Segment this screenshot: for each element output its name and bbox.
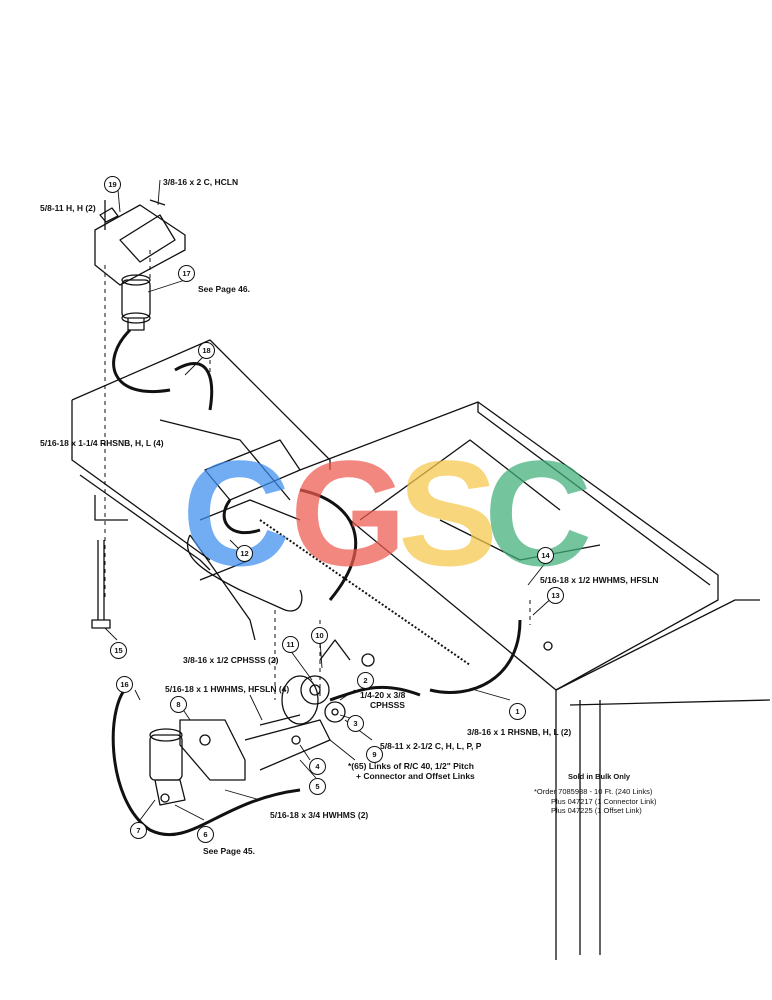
cables xyxy=(111,328,522,837)
label-see-page-46: See Page 46. xyxy=(198,284,250,294)
item-bubble-12: 12 xyxy=(236,545,253,562)
label-chain-links: *(65) Links of R/C 40, 1/2" Pitch xyxy=(348,761,474,771)
note-order-line-2: Plus 047217 (1 Connector Link) xyxy=(551,797,657,806)
item-bubble-11: 11 xyxy=(282,636,299,653)
label-quarter-20: 1/4-20 x 3/8 xyxy=(360,690,406,700)
item-bubble-13: 13 xyxy=(547,587,564,604)
item-bubble-10: 10 xyxy=(311,627,328,644)
label-hex-nut: 5/8-11 H, H (2) xyxy=(40,203,96,213)
note-order-line-1: *Order 7085988 - 10 Ft. (240 Links) xyxy=(534,787,653,796)
label-see-page-45: See Page 45. xyxy=(203,846,255,856)
rod xyxy=(91,540,111,629)
watermark-letter-s: S xyxy=(398,429,499,597)
label-capscrew-58-11: 5/8-11 x 2-1/2 C, H, L, P, P xyxy=(380,741,482,751)
motor-lower xyxy=(149,728,186,806)
item-bubble-14: 14 xyxy=(537,547,554,564)
item-bubble-1: 1 xyxy=(509,703,526,720)
watermark-letter-g: G xyxy=(290,429,407,597)
item-bubble-4: 4 xyxy=(309,758,326,775)
watermark-letter-c1: C xyxy=(182,429,291,597)
label-hwhms-hfsln-4: 5/16-18 x 1 HWHMS, HFSLN (4) xyxy=(165,684,290,694)
item-bubble-9: 9 xyxy=(366,746,383,763)
item-bubble-19: 19 xyxy=(104,176,121,193)
label-hwhms-hfsln: 5/16-18 x 1/2 HWHMS, HFSLN xyxy=(540,575,659,585)
lower-bracket xyxy=(179,714,331,781)
note-sold-in-bulk: Sold in Bulk Only xyxy=(568,772,631,781)
sprocket-assembly xyxy=(281,639,375,725)
motor-upper xyxy=(121,274,151,331)
label-hwhms-2: 5/16-18 x 3/4 HWHMS (2) xyxy=(270,810,369,820)
label-chain-connector: + Connector and Offset Links xyxy=(356,771,475,781)
frame-beam xyxy=(71,339,331,641)
label-capscrew-hcln: 3/8-16 x 2 C, HCLN xyxy=(163,177,239,187)
item-bubble-6: 6 xyxy=(197,826,214,843)
label-rhsnb-4: 5/16-18 x 1-1/4 RHSNB, H, L (4) xyxy=(40,438,164,448)
label-rhsnb-2: 3/8-16 x 1 RHSNB, H, L (2) xyxy=(467,727,572,737)
item-bubble-18: 18 xyxy=(198,342,215,359)
item-bubble-2: 2 xyxy=(357,672,374,689)
item-bubble-16: 16 xyxy=(116,676,133,693)
note-order-line-3: Plus 047225 (1 Offset Link) xyxy=(551,806,642,815)
deck-panel xyxy=(299,401,771,960)
item-bubble-7: 7 xyxy=(130,822,147,839)
item-bubble-5: 5 xyxy=(309,778,326,795)
watermark-letter-c2: C xyxy=(484,429,593,597)
label-cphsss-2: 3/8-16 x 1/2 CPHSSS (2) xyxy=(183,655,279,665)
upper-bracket xyxy=(94,199,186,286)
item-bubble-3: 3 xyxy=(347,715,364,732)
item-bubble-15: 15 xyxy=(110,642,127,659)
drive-chain xyxy=(259,519,471,666)
leader-lines xyxy=(104,179,556,821)
carriage-handle xyxy=(186,439,303,612)
item-bubble-17: 17 xyxy=(178,265,195,282)
item-bubble-8: 8 xyxy=(170,696,187,713)
label-quarter-20-cphsss: CPHSSS xyxy=(370,700,405,710)
